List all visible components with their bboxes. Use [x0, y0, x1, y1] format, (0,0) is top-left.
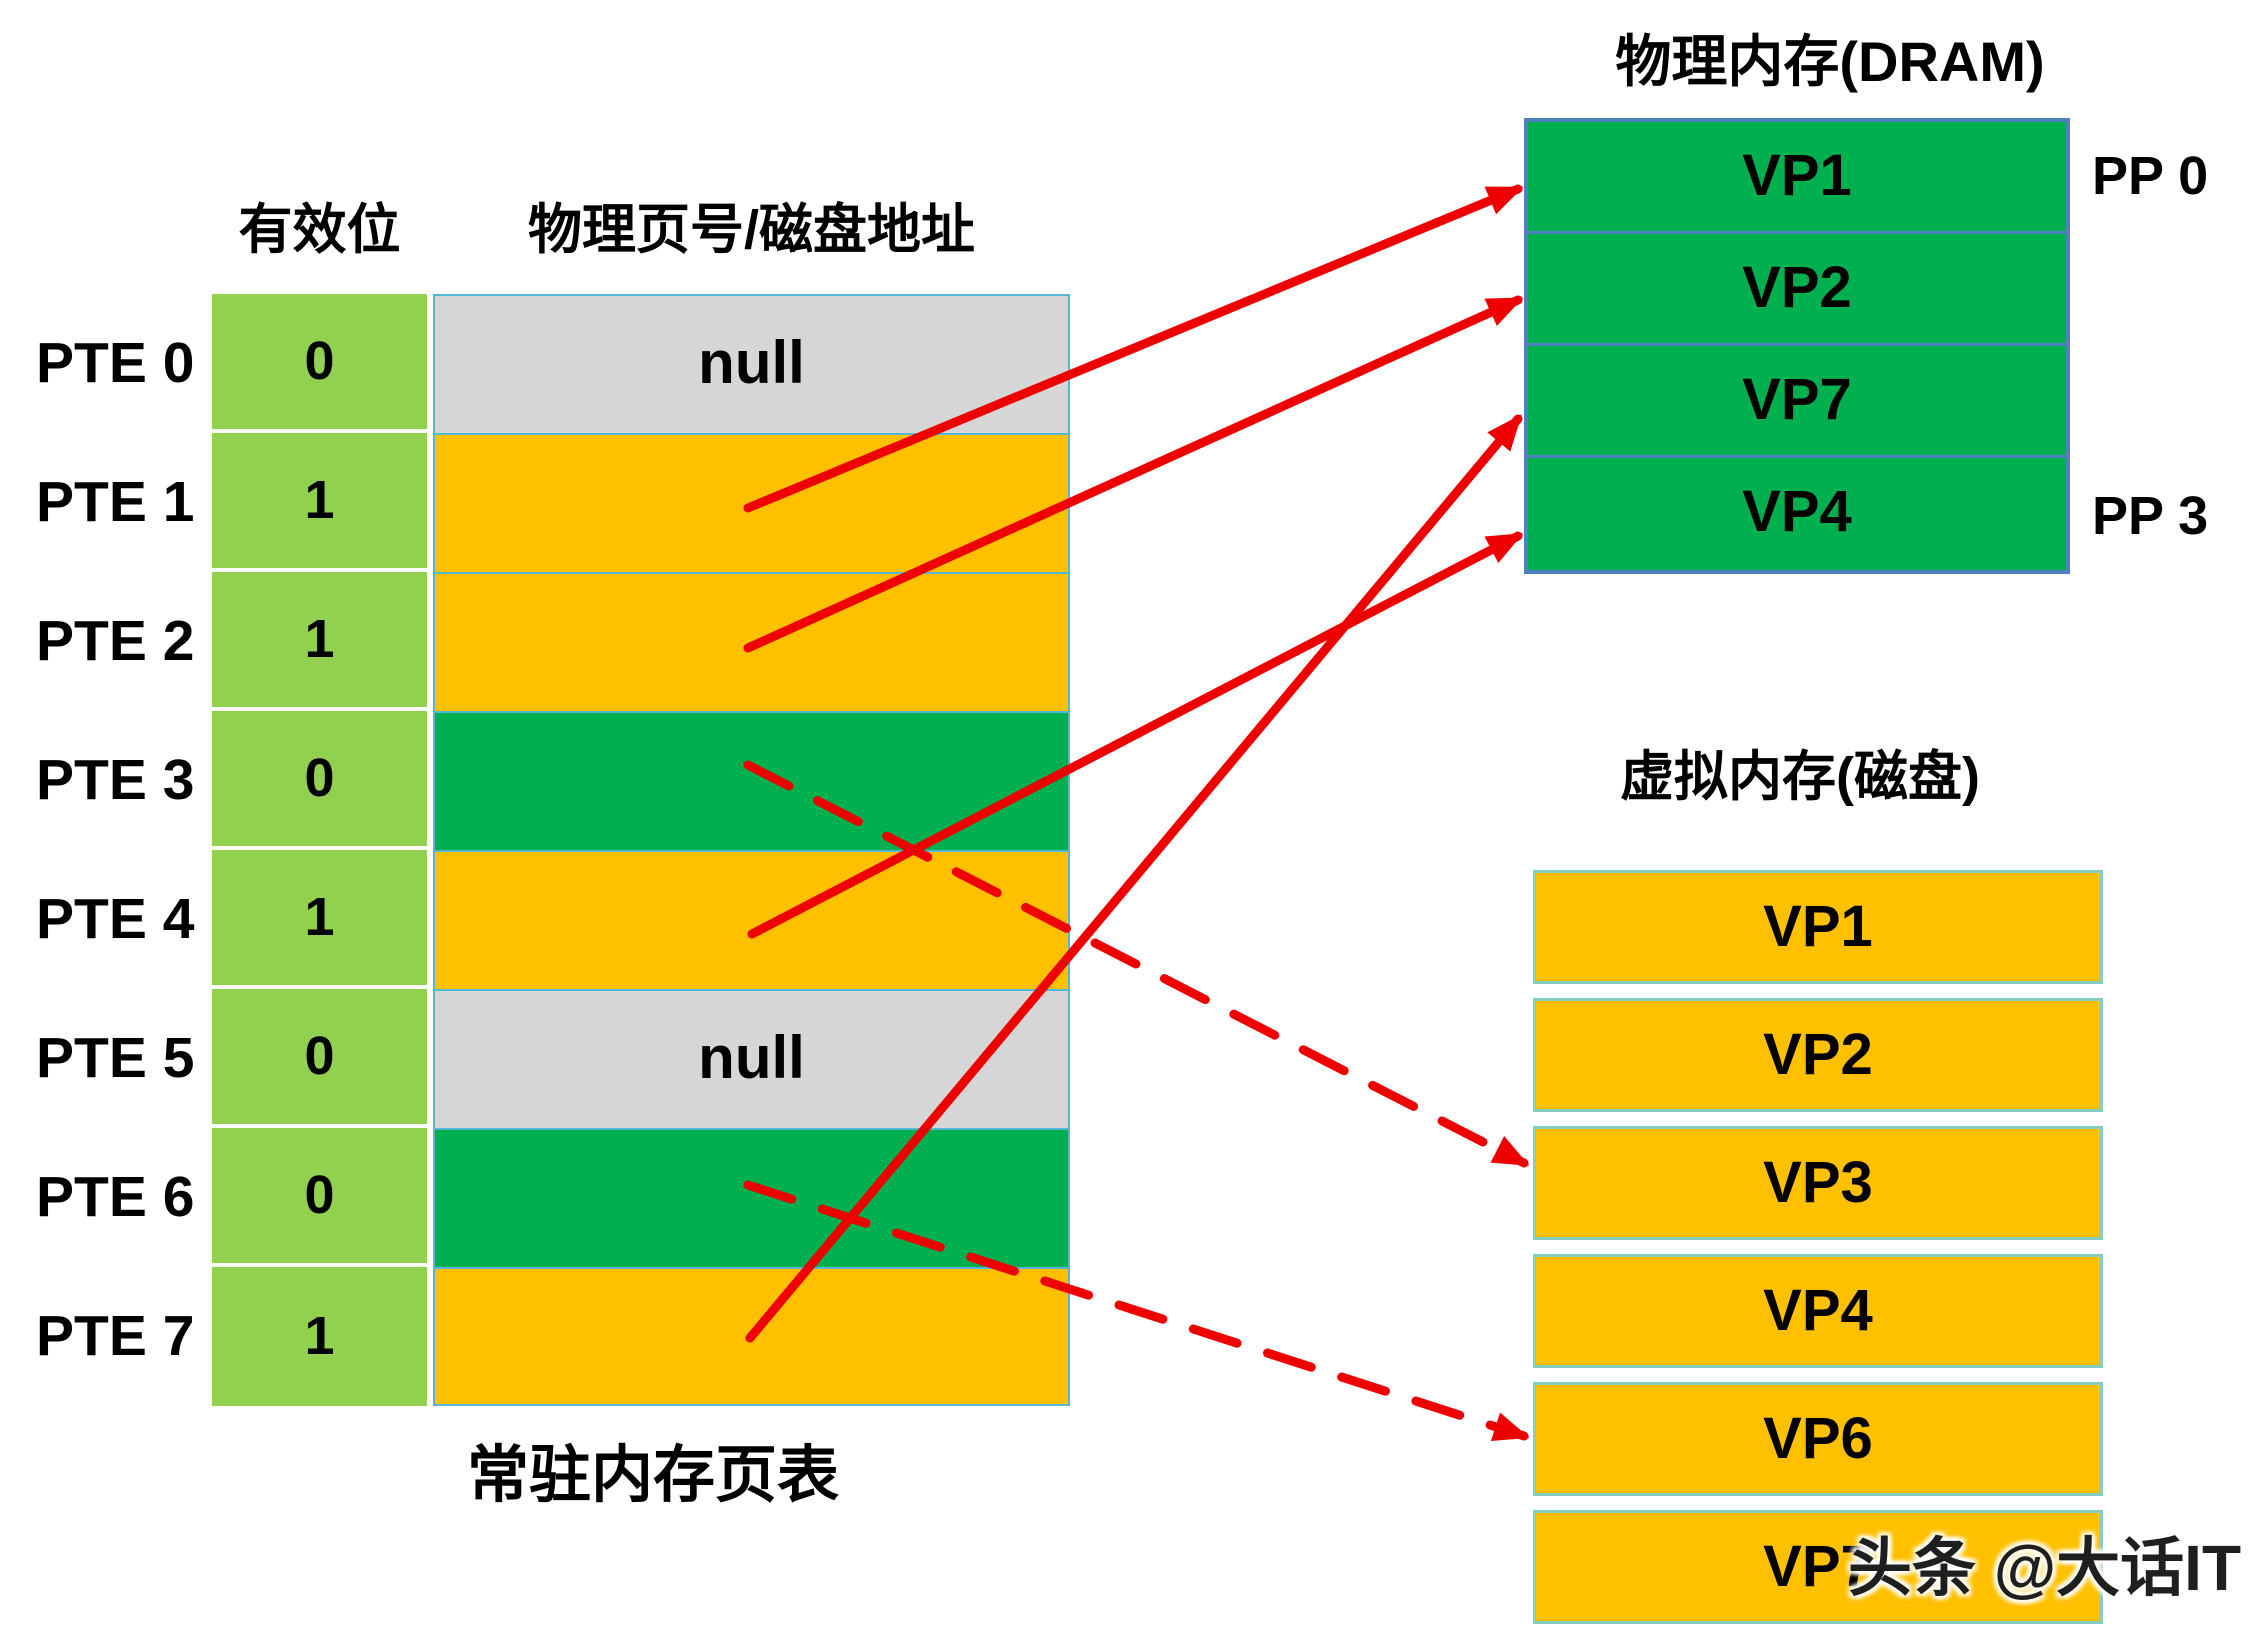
pte-row-label-3: PTE 3	[36, 748, 195, 812]
watermark: 头条 @大话IT	[1848, 1532, 2242, 1604]
pp3-label: PP 3	[2092, 486, 2209, 546]
disk-box-vp1: VP1	[1533, 870, 2103, 984]
dram-row-vp2: VP2	[1528, 234, 2066, 346]
valid-cell-4: 1	[212, 850, 427, 985]
address-cell-4	[435, 852, 1068, 991]
valid-bit-header: 有效位	[238, 200, 401, 260]
address-cell-1	[435, 435, 1068, 574]
valid-cell-2: 1	[212, 572, 427, 707]
dram-row-vp1: VP1	[1528, 122, 2066, 234]
pte-row-label-2: PTE 2	[36, 609, 195, 673]
dram-row-vp4: VP4	[1528, 458, 2066, 570]
disk-box-vp4: VP4	[1533, 1254, 2103, 1368]
address-cell-0: null	[435, 296, 1068, 435]
valid-cell-5: 0	[212, 989, 427, 1124]
valid-bit-column: 0 1 1 0 1 0 0 1	[212, 294, 427, 1406]
dram-row-vp7: VP7	[1528, 346, 2066, 458]
pte-row-label-6: PTE 6	[36, 1165, 195, 1229]
address-cell-7	[435, 1269, 1068, 1404]
pte-row-label-0: PTE 0	[36, 331, 195, 395]
dram-title: 物理内存(DRAM)	[1615, 30, 2045, 93]
valid-cell-6: 0	[212, 1128, 427, 1263]
pp0-label: PP 0	[2092, 146, 2209, 206]
address-cell-3	[435, 713, 1068, 852]
address-column: null null	[433, 294, 1070, 1406]
address-cell-2	[435, 574, 1068, 713]
dram-box: VP1 VP2 VP7 VP4	[1524, 118, 2070, 574]
disk-box-vp2: VP2	[1533, 998, 2103, 1112]
valid-cell-7: 1	[212, 1267, 427, 1406]
valid-cell-0: 0	[212, 294, 427, 429]
disk-box-vp6: VP6	[1533, 1382, 2103, 1496]
address-header: 物理页号/磁盘地址	[527, 200, 975, 260]
pte-row-label-5: PTE 5	[36, 1026, 195, 1090]
pte-row-label-1: PTE 1	[36, 470, 195, 534]
valid-cell-3: 0	[212, 711, 427, 846]
pte-row-label-4: PTE 4	[36, 887, 195, 951]
address-cell-5: null	[435, 991, 1068, 1130]
pte-row-label-7: PTE 7	[36, 1304, 195, 1368]
valid-cell-1: 1	[212, 433, 427, 568]
address-cell-6	[435, 1130, 1068, 1269]
disk-title: 虚拟内存(磁盘)	[1620, 747, 1980, 807]
page-table-caption: 常驻内存页表	[466, 1441, 839, 1510]
disk-box-vp3: VP3	[1533, 1126, 2103, 1240]
disk-box-vp7: VP7	[1533, 1510, 2103, 1624]
